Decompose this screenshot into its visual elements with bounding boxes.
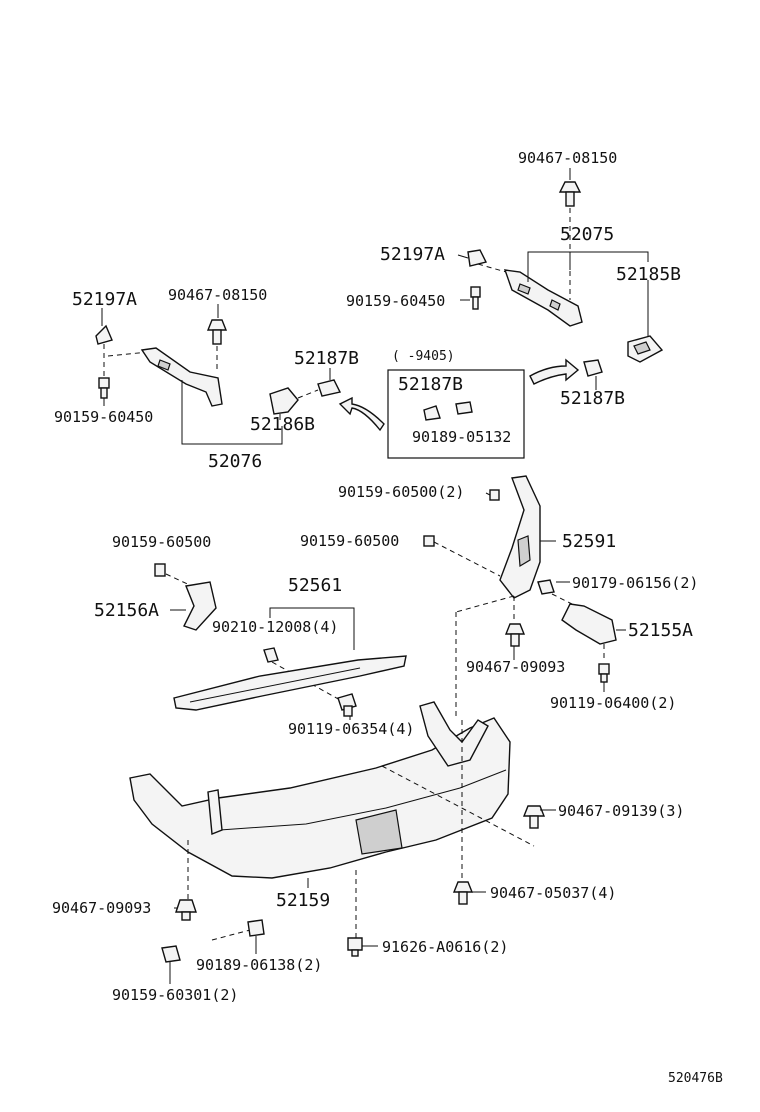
nut-90179-06156 [537, 579, 555, 595]
label-90159-60500-mid: 90159-60500 [300, 532, 399, 550]
label-90159-60450-right: 90159-60450 [346, 292, 445, 310]
clip-90467-09093-left [175, 899, 197, 921]
fastener-52187B-right [583, 359, 603, 377]
bolt-90159-60500-mid [423, 535, 435, 547]
arrow-right [529, 358, 580, 385]
bracket-52155A [561, 603, 617, 645]
label-52187B-right: 52187B [560, 388, 625, 409]
bracket-52075-right [503, 269, 583, 327]
bolt-90467-08150-top [558, 181, 582, 207]
clip-52197A-left [95, 324, 113, 345]
label-90210-12008: 90210-12008(4) [212, 618, 338, 636]
label-52561: 52561 [288, 575, 342, 596]
fastener-52187B-mid [317, 379, 342, 397]
bolt-90467-08150-left [206, 319, 228, 345]
retainer-52185B [627, 335, 664, 363]
arrow-left [338, 396, 385, 432]
bolt-90159-60450-left [98, 377, 110, 399]
bolt-90159-60450-right [470, 286, 481, 310]
screw-91626-A0616 [347, 937, 363, 957]
label-52186B: 52186B [250, 414, 315, 435]
inset-box-9405 [387, 369, 525, 459]
label-9405: ( -9405) [392, 349, 455, 364]
nut-90210-12008 [263, 647, 279, 663]
label-52197A-left: 52197A [72, 289, 137, 310]
label-90159-60450-left: 90159-60450 [54, 408, 153, 426]
drawing-code: 520476B [668, 1071, 723, 1086]
label-90159-60500-left: 90159-60500 [112, 533, 211, 551]
label-52155A: 52155A [628, 620, 693, 641]
bumper-cover-52159 [129, 701, 511, 879]
bolt-90159-60500-left [154, 563, 166, 577]
label-90467-09093-left: 90467-09093 [52, 899, 151, 917]
label-90467-05037: 90467-05037(4) [490, 884, 616, 902]
bracket-52591 [499, 475, 541, 599]
clip-52197A-right [467, 249, 488, 267]
label-52187B-mid: 52187B [294, 348, 359, 369]
bracket-52076-left [140, 347, 223, 407]
label-91626-A0616: 91626-A0616(2) [382, 938, 508, 956]
bolt-90119-06400 [598, 663, 610, 683]
label-90119-06354: 90119-06354(4) [288, 720, 414, 738]
screw-90189-05132 [455, 401, 473, 415]
fastener-52187B-box [423, 405, 441, 421]
bolt-90119-06354 [337, 693, 357, 717]
bolt-90159-60301 [161, 945, 181, 963]
label-90189-06138: 90189-06138(2) [196, 956, 322, 974]
label-90467-08150-top: 90467-08150 [518, 149, 617, 167]
label-52197A-right: 52197A [380, 244, 445, 265]
label-90189-05132: 90189-05132 [412, 428, 511, 446]
clip-90467-09093-right [504, 623, 526, 647]
label-52076: 52076 [208, 451, 262, 472]
clip-90467-09139 [522, 805, 546, 829]
label-52156A: 52156A [94, 600, 159, 621]
label-52187B-box: 52187B [398, 374, 463, 395]
label-90467-08150-left: 90467-08150 [168, 286, 267, 304]
label-90159-60301: 90159-60301(2) [112, 986, 238, 1004]
label-90119-06400: 90119-06400(2) [550, 694, 676, 712]
clip-90467-05037 [452, 881, 474, 905]
label-90467-09093-right: 90467-09093 [466, 658, 565, 676]
nut-90189-06138 [247, 919, 265, 937]
label-52159: 52159 [276, 890, 330, 911]
label-52185B: 52185B [616, 264, 681, 285]
label-52075: 52075 [560, 224, 614, 245]
reinforcement-52561 [173, 655, 407, 711]
bolt-90159-60500-2 [489, 489, 500, 501]
fastener-52186B [269, 387, 299, 415]
label-90467-09139: 90467-09139(3) [558, 802, 684, 820]
label-52591: 52591 [562, 531, 616, 552]
label-90179-06156: 90179-06156(2) [572, 574, 698, 592]
label-90159-60500-2: 90159-60500(2) [338, 483, 464, 501]
bracket-52156A [183, 581, 217, 631]
